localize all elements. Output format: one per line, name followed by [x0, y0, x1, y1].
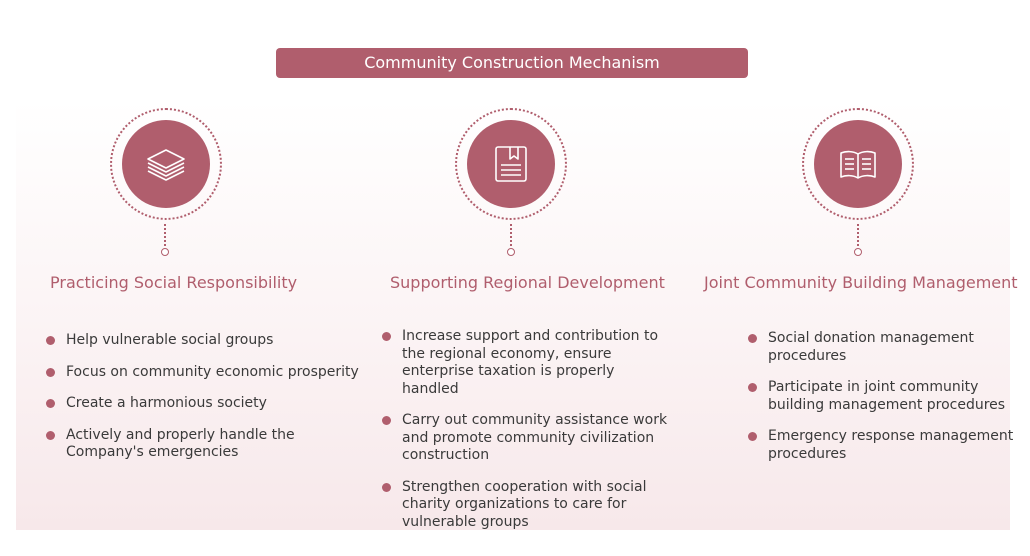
connector-line-1 — [164, 224, 166, 246]
title-banner: Community Construction Mechanism — [276, 48, 748, 78]
connector-line-3 — [857, 224, 859, 246]
open-book-icon — [840, 150, 876, 179]
column-heading-1: Practicing Social Responsibility — [50, 273, 298, 292]
list-item: Emergency response management procedures — [748, 428, 1024, 463]
bullet-list-1: Help vulnerable social groups Focus on c… — [46, 332, 366, 462]
bullet-dot — [382, 332, 391, 341]
bullet-dot — [382, 482, 391, 492]
icon-disc-2 — [467, 120, 555, 208]
icon-disc-3 — [814, 120, 902, 208]
bullet-dot — [382, 416, 391, 425]
list-item: Social donation management procedures — [748, 330, 983, 365]
list-item: Create a harmonious society — [46, 395, 366, 413]
icon-disc-1 — [122, 120, 210, 208]
stacked-layers-icon — [147, 149, 185, 181]
bullet-dot — [46, 336, 55, 345]
bullet-dot — [748, 334, 757, 343]
bookmark-document-icon — [495, 146, 527, 182]
list-item: Strengthen cooperation with social chari… — [382, 479, 672, 532]
list-item: Actively and properly handle the Company… — [46, 427, 316, 462]
bullet-dot — [748, 383, 757, 392]
list-item: Help vulnerable social groups — [46, 332, 366, 350]
bullet-list-2: Increase support and contribution to the… — [382, 328, 672, 531]
connector-node-2 — [507, 248, 515, 256]
connector-line-2 — [510, 224, 512, 246]
icon-ring-3 — [802, 108, 914, 220]
column-heading-3: Joint Community Building Management — [704, 273, 1018, 292]
bullet-dot — [46, 399, 55, 408]
list-item: Focus on community economic prosperity — [46, 364, 366, 382]
bullet-dot — [46, 430, 55, 440]
list-item: Increase support and contribution to the… — [382, 328, 672, 398]
list-item: Participate in joint community building … — [748, 379, 1013, 414]
bullet-dot — [748, 432, 757, 441]
list-item: Carry out community assistance work and … — [382, 412, 672, 465]
column-heading-2: Supporting Regional Development — [390, 273, 665, 292]
connector-node-1 — [161, 248, 169, 256]
connector-node-3 — [854, 248, 862, 256]
bullet-dot — [46, 367, 55, 377]
bullet-list-3: Social donation management procedures Pa… — [748, 330, 1013, 463]
icon-ring-2 — [455, 108, 567, 220]
icon-ring-1 — [110, 108, 222, 220]
